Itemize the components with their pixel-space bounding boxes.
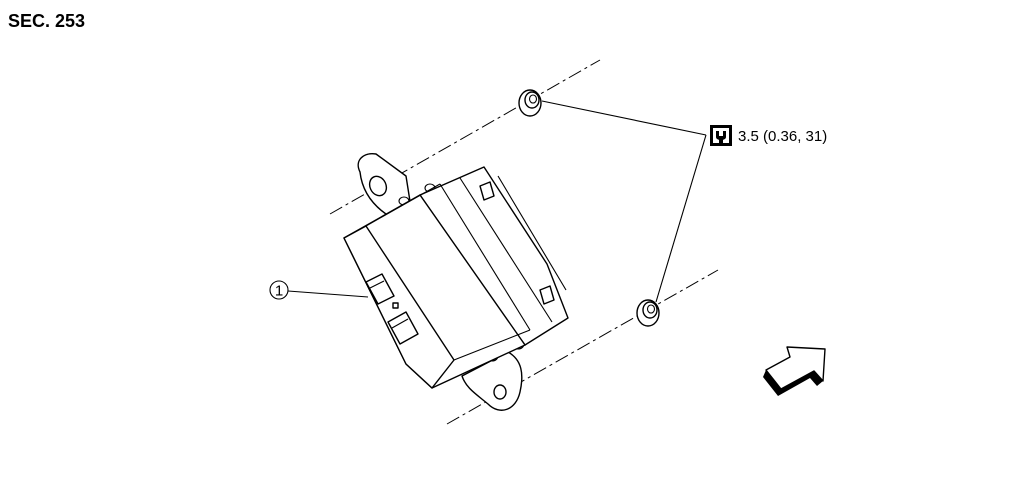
section-title: SEC. 253 xyxy=(8,11,85,31)
callout-1: 1 xyxy=(269,280,369,300)
torque-spec-text: 3.5 (0.36, 31) xyxy=(738,128,827,145)
torque-leader-lower xyxy=(655,134,707,303)
torque-leader-upper xyxy=(541,100,707,136)
lower-bracket-ear xyxy=(461,338,525,411)
torque-wrench-icon xyxy=(710,125,732,146)
lower-nut xyxy=(636,299,660,327)
front-direction-arrow-icon xyxy=(763,346,826,396)
upper-bracket-ear xyxy=(357,153,436,219)
callout-number: 1 xyxy=(275,283,283,300)
upper-nut xyxy=(518,89,542,117)
control-unit xyxy=(343,166,569,389)
